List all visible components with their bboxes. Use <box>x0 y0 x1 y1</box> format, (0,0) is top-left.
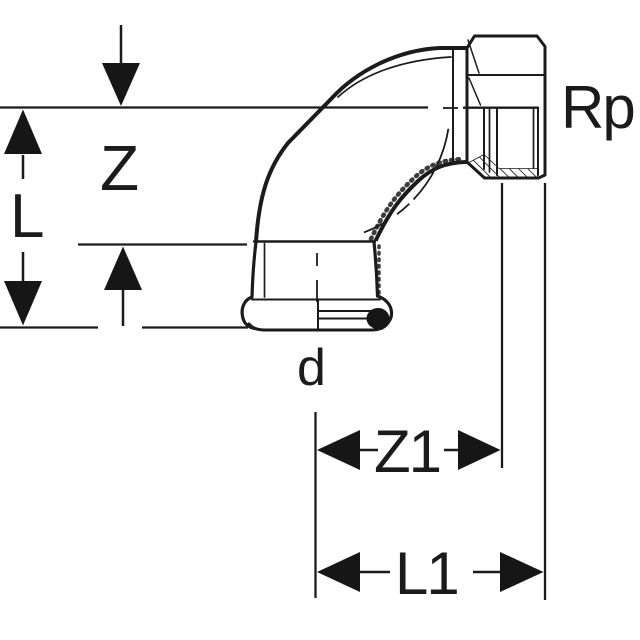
label-d: d <box>297 339 326 397</box>
label-Rp: Rp <box>561 74 634 141</box>
nut-hex-corner-line-2 <box>468 77 482 106</box>
dimension-labels: Z L Rp d Z1 L1 <box>10 74 636 607</box>
nut-hex-corner-line-1 <box>467 39 480 74</box>
socket-right-outer-edge <box>372 240 380 298</box>
elbow-bend-body <box>254 46 469 244</box>
elbow-outer-contour <box>254 46 469 244</box>
press-socket <box>240 240 394 333</box>
dim-L-arrow-down <box>4 281 42 326</box>
dim-Z-arrow-down <box>102 63 140 106</box>
dimensioning <box>0 25 547 600</box>
label-L: L <box>10 182 44 251</box>
dim-Z-arrow-up <box>104 246 142 290</box>
thread-section-hatching <box>468 154 538 178</box>
socket-mouth-dark-corner <box>366 308 390 329</box>
dim-Z1-arrow-right <box>458 430 501 470</box>
label-Z1: Z1 <box>374 418 440 485</box>
threaded-end-nut <box>462 34 547 180</box>
dim-L-arrow-up <box>4 109 42 154</box>
dim-L1-arrow-left <box>317 552 360 592</box>
elbow-inner-rib-texture <box>368 156 465 242</box>
dim-L1-arrow-right <box>500 552 544 592</box>
dim-Z1-arrow-left <box>317 430 360 470</box>
elbow-wall-line <box>337 56 452 98</box>
bend-centerline-arc-dashed <box>316 107 451 242</box>
label-Z: Z <box>100 132 139 204</box>
socket-left-outer-edge <box>250 240 258 299</box>
centerlines <box>316 107 458 302</box>
elbow-inner-contour <box>373 160 468 244</box>
label-L1: L1 <box>395 540 458 607</box>
